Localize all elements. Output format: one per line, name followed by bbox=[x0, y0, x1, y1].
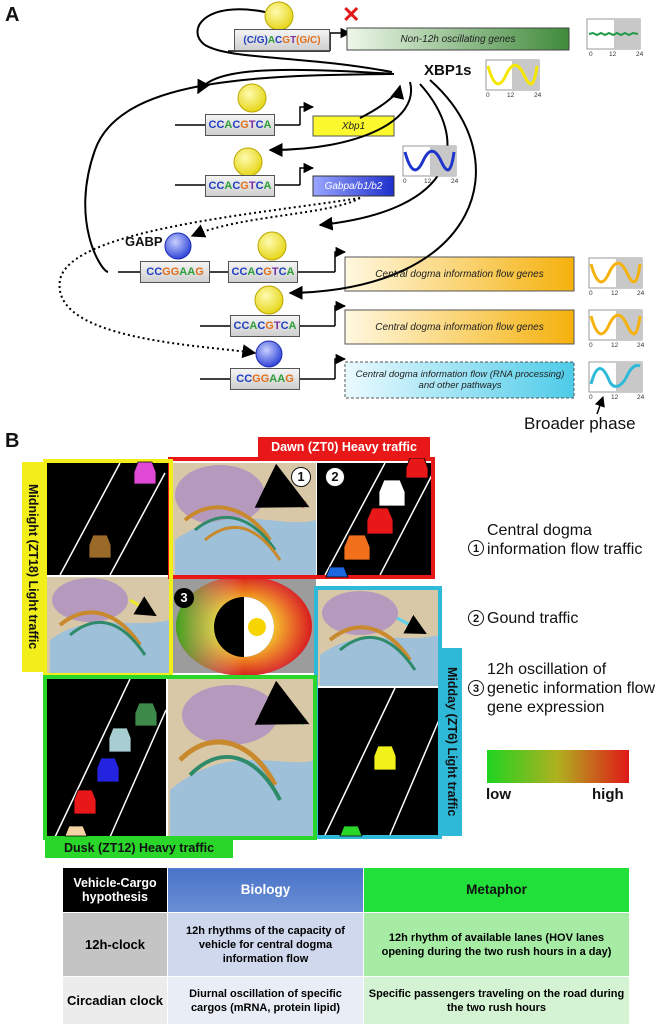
panel-b-letter: B bbox=[5, 430, 20, 452]
tile-cell-midnight bbox=[47, 577, 169, 673]
tick: 24 bbox=[637, 290, 645, 297]
wave-plot-cd1 bbox=[588, 257, 643, 289]
tick: 24 bbox=[637, 394, 645, 401]
tick: 0 bbox=[589, 51, 593, 58]
tile-cell-dusk bbox=[168, 679, 316, 837]
tick: 0 bbox=[589, 342, 593, 349]
tick: 0 bbox=[589, 290, 593, 297]
gabp-label: GABP bbox=[125, 234, 163, 249]
tick: 0 bbox=[403, 178, 407, 185]
table-header-biology: Biology bbox=[167, 867, 364, 913]
table-cell: 12h rhythm of available lanes (HOV lanes… bbox=[363, 912, 630, 977]
panel-a-letter: A bbox=[5, 4, 20, 26]
gene-gabpa: Gabpa/b1/b2 bbox=[324, 180, 383, 192]
broader-phase-label: Broader phase bbox=[524, 414, 636, 433]
wave-plot-nonosc bbox=[586, 18, 641, 50]
xbp1s-to-gabpa-arrow bbox=[268, 81, 413, 157]
gabp-icon bbox=[164, 232, 192, 260]
xbp1-to-xbp1s-arrow bbox=[359, 84, 405, 119]
xbp1s-icon bbox=[257, 231, 287, 261]
gabp-dotted-arrow bbox=[190, 197, 361, 238]
scale-low-label: low bbox=[486, 786, 511, 803]
table-cell: Specific passengers traveling on the roa… bbox=[363, 976, 630, 1025]
xbp1s-icon bbox=[233, 147, 263, 177]
xbp1s-loop-top bbox=[196, 8, 393, 73]
marker-1: 1 bbox=[291, 467, 311, 487]
heat-scale-bar bbox=[487, 750, 629, 783]
legend-item-1: 1 Central dogma information flow traffic bbox=[468, 521, 653, 559]
tick: 24 bbox=[636, 51, 644, 58]
marker-3: 3 bbox=[174, 588, 194, 608]
xbp1s-loop-left bbox=[84, 73, 393, 273]
hypothesis-table: Vehicle-Cargo hypothesis Biology Metapho… bbox=[62, 867, 630, 1025]
clock-tile bbox=[171, 576, 316, 676]
gene-cd1: Central dogma information flow genes bbox=[375, 268, 544, 280]
tick: 0 bbox=[486, 92, 490, 99]
tick: 12 bbox=[611, 342, 619, 349]
dusk-label: Dusk (ZT12) Heavy traffic bbox=[45, 838, 233, 858]
tick: 24 bbox=[534, 92, 542, 99]
xbp1s-icon bbox=[254, 285, 284, 315]
table-header-hypothesis: Vehicle-Cargo hypothesis bbox=[62, 867, 168, 913]
gene-cd3: Central dogma information flow (RNA proc… bbox=[355, 369, 565, 391]
gabp-icon bbox=[255, 340, 283, 368]
wave-plot-gabpa bbox=[402, 145, 457, 177]
tick: 12 bbox=[611, 290, 619, 297]
table-cell: 12h rhythms of the capacity of vehicle f… bbox=[167, 912, 364, 977]
blocked-x-icon: ✕ bbox=[342, 2, 360, 27]
tick: 12 bbox=[609, 51, 617, 58]
dawn-label: Dawn (ZT0) Heavy traffic bbox=[258, 437, 430, 458]
gene-cd2: Central dogma information flow genes bbox=[375, 321, 544, 333]
car-icon bbox=[64, 457, 429, 837]
tick: 24 bbox=[637, 342, 645, 349]
table-header-metaphor: Metaphor bbox=[363, 867, 630, 913]
tick: 12 bbox=[424, 178, 432, 185]
midday-label: Midday (ZT6) Light traffic bbox=[441, 648, 462, 836]
tick: 0 bbox=[589, 394, 593, 401]
tick: 12 bbox=[611, 394, 619, 401]
gene-xbp1: Xbp1 bbox=[341, 120, 366, 132]
xbp1s-label: XBP1s bbox=[424, 62, 472, 79]
wave-plot-cd2 bbox=[588, 309, 643, 341]
legend-item-3: 3 12h oscillation of genetic information… bbox=[468, 660, 659, 717]
gene-non12h: Non-12h oscillating genes bbox=[400, 33, 516, 45]
tile-cell-midday bbox=[317, 590, 439, 686]
marker-2: 2 bbox=[325, 467, 345, 487]
gabp-dotted-arrow-2 bbox=[58, 197, 361, 359]
legend-item-2: 2 Gound traffic bbox=[468, 609, 653, 628]
wave-plot-cd3 bbox=[588, 361, 643, 393]
midnight-label: Midnight (ZT18) Light traffic bbox=[22, 462, 43, 672]
table-cell: Diurnal oscillation of specific cargos (… bbox=[167, 976, 364, 1025]
xbp1s-icon bbox=[237, 83, 267, 113]
xbp1s-to-cd2-arrow bbox=[288, 79, 477, 300]
tick: 24 bbox=[451, 178, 459, 185]
wave-plot-xbp1s bbox=[485, 59, 540, 91]
table-row-label: Circadian clock bbox=[62, 976, 168, 1025]
scale-high-label: high bbox=[592, 786, 624, 803]
xbp1s-dimer-icon bbox=[264, 1, 294, 31]
table-row-label: 12h-clock bbox=[62, 912, 168, 977]
tick: 12 bbox=[507, 92, 515, 99]
